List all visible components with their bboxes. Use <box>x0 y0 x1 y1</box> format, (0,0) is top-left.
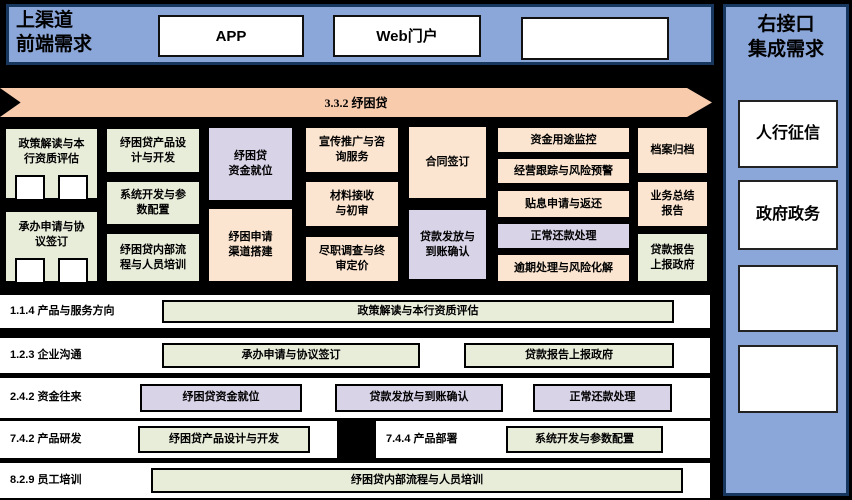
grid-box-interest-subsidy: 贴息申请与返还 <box>496 189 631 219</box>
interface-box-empty-2 <box>738 345 838 413</box>
row-box-funds-in-place: 纾困贷资金就位 <box>140 384 302 412</box>
row-box-application-agreement: 承办申请与协议签订 <box>162 343 420 368</box>
grid-box-policy-assessment-label: 政策解读与本 行资质评估 <box>18 138 85 165</box>
grid-box-application-channel: 纾困申请 渠道搭建 <box>207 207 294 283</box>
grid-box-loan-report-to-government: 贷款报告 上报政府 <box>636 232 709 283</box>
interface-box-empty-1 <box>738 265 838 332</box>
grid-box-overdue-risk-resolution: 逾期处理与风险化解 <box>496 253 631 283</box>
top-channel-title-line2: 前端需求 <box>16 34 93 55</box>
row-box-normal-repayment: 正常还款处理 <box>533 384 672 412</box>
grid-box-promotion-consulting: 宣传推广与咨 询服务 <box>304 126 400 174</box>
right-interface-panel <box>723 4 849 496</box>
grid-box-application-agreement: 承办申请与协 议签订 <box>4 210 99 284</box>
process-arrow-banner: 3.3.2 纾困贷 <box>0 88 712 117</box>
grid-box-contract-signing: 合同签订 <box>407 125 488 200</box>
channel-box-empty <box>521 17 669 60</box>
process-arrow-label: 3.3.2 纾困贷 <box>324 95 388 110</box>
grid-box-material-receipt: 材料接收 与初审 <box>304 180 400 228</box>
placeholder-box <box>15 257 45 284</box>
strip-label-7-4-2: 7.4.2 产品研发 <box>10 432 82 445</box>
strip-label-2-4-2: 2.4.2 资金往来 <box>10 391 82 404</box>
placeholder-box <box>58 257 88 284</box>
channel-box-web-portal: Web门户 <box>333 15 481 57</box>
placeholder-squares <box>15 257 88 284</box>
top-channel-title-line1: 上渠道 <box>16 10 74 31</box>
grid-box-loan-disbursement: 贷款发放与 到账确认 <box>407 208 488 281</box>
row-box-system-dev-config: 系统开发与参数配置 <box>506 426 663 453</box>
strip-label-8-2-9: 8.2.9 员工培训 <box>10 473 82 486</box>
strip-label-1-1-4: 1.1.4 产品与服务方向 <box>10 304 115 317</box>
row-box-policy-assessment: 政策解读与本行资质评估 <box>162 300 674 323</box>
interface-box-pboc-credit: 人行征信 <box>738 100 838 168</box>
grid-box-due-diligence-pricing: 尽职调查与终 审定价 <box>304 235 400 283</box>
row-box-loan-disbursement: 贷款发放与到账确认 <box>335 384 503 412</box>
right-interface-title-line1: 右接口 <box>757 14 815 35</box>
grid-box-application-agreement-label: 承办申请与协 议签订 <box>18 221 85 248</box>
grid-box-business-summary-report: 业务总结 报告 <box>636 180 709 228</box>
grid-box-normal-repayment: 正常还款处理 <box>496 222 631 250</box>
right-interface-title-line2: 集成需求 <box>747 39 824 60</box>
row-box-internal-process-training: 纾困贷内部流程与人员培训 <box>151 468 683 493</box>
grid-box-product-design: 纾困贷产品设 计与开发 <box>105 127 201 174</box>
interface-box-government: 政府政务 <box>738 180 838 250</box>
placeholder-squares <box>15 174 88 201</box>
row-box-loan-report-to-government: 贷款报告上报政府 <box>464 343 674 368</box>
placeholder-box <box>15 174 45 201</box>
right-interface-title: 右接口 集成需求 <box>723 12 849 62</box>
grid-box-operation-tracking-risk-warning: 经营跟踪与风险预警 <box>496 157 631 185</box>
grid-box-funds-in-place: 纾困贷 资金就位 <box>207 126 294 202</box>
grid-box-internal-process-training: 纾困贷内部流 程与人员培训 <box>105 232 201 283</box>
grid-box-fund-usage-monitoring: 资金用途监控 <box>496 126 631 154</box>
strip-label-7-4-4: 7.4.4 产品部署 <box>386 432 458 445</box>
row-box-product-design: 纾困贷产品设计与开发 <box>138 426 310 453</box>
placeholder-box <box>58 174 88 201</box>
channel-box-app: APP <box>158 15 304 57</box>
grid-box-system-dev-config: 系统开发与参 数配置 <box>105 180 201 226</box>
grid-box-archiving: 档案归档 <box>636 126 709 175</box>
top-channel-title: 上渠道 前端需求 <box>16 9 146 57</box>
grid-box-policy-assessment: 政策解读与本 行资质评估 <box>4 127 99 201</box>
strip-label-1-2-3: 1.2.3 企业沟通 <box>10 348 82 361</box>
